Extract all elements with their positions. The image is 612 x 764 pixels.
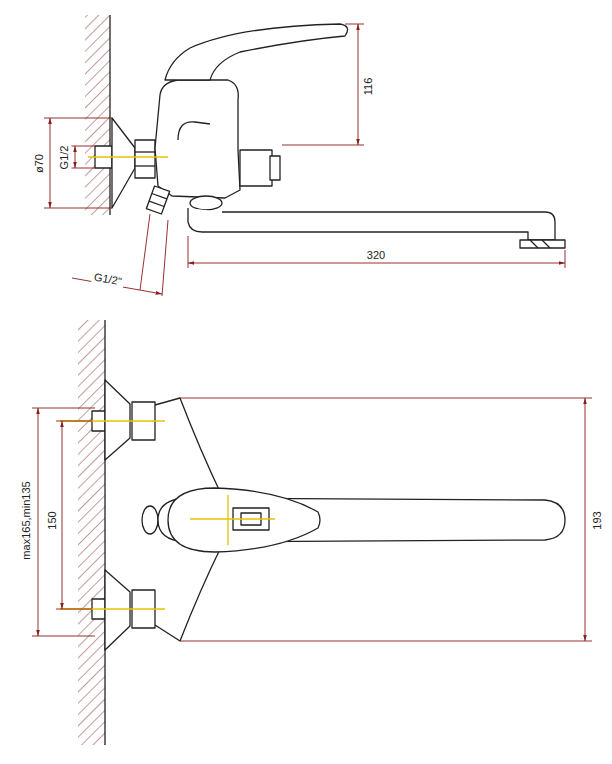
mixer-body	[155, 80, 240, 198]
wall	[78, 320, 105, 745]
aerator	[520, 240, 565, 248]
center-line	[88, 156, 168, 157]
flange	[105, 380, 130, 460]
flange	[105, 570, 130, 650]
wall	[85, 15, 110, 215]
dimension-label: 193	[590, 509, 603, 531]
shower-outlet	[146, 186, 169, 214]
lever-handle	[165, 24, 348, 80]
diverter	[240, 150, 272, 186]
dimension-label: 150	[45, 509, 58, 531]
dimension-label: 320	[365, 249, 387, 262]
wall-face	[109, 15, 110, 215]
dimension-label: ø70	[33, 152, 46, 175]
dimension-label: G1/2	[58, 143, 71, 171]
nut	[135, 140, 155, 178]
dimension-label: G1/2"	[91, 270, 125, 288]
dimension-label: 116	[362, 75, 375, 97]
dimension-label: max165,min135	[20, 479, 33, 561]
flange	[112, 118, 135, 208]
spout	[188, 208, 555, 240]
spout-ring	[190, 196, 222, 210]
